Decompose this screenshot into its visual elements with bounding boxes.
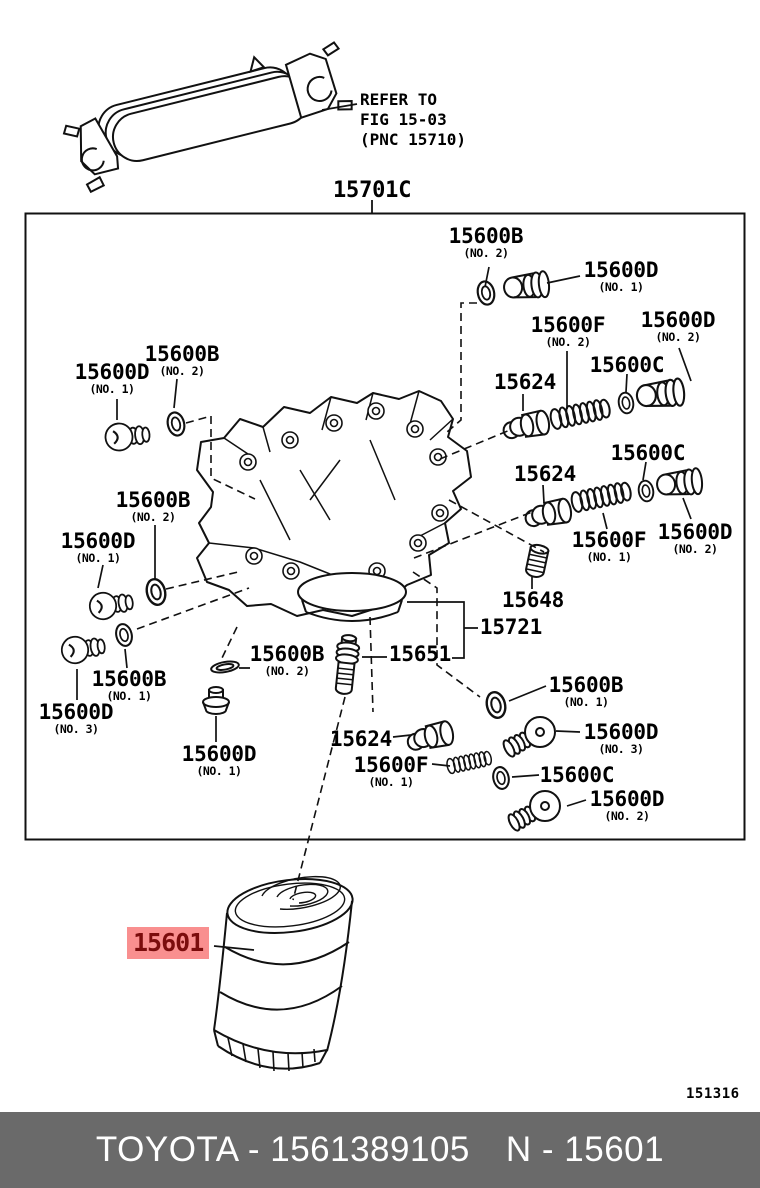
part-spring-15600f-no1-row2 [569,479,634,514]
part-bolt-15600d-no3-bottom [500,716,556,760]
part-label-15600d-no1-left: 15600D(NO. 1) [74,360,150,396]
part-oring-15600c-bottom [490,764,512,792]
part-bolt-15600d-no2-bottom [505,790,561,834]
part-label-15651: 15651 [388,642,452,666]
part-label-15600d-no1-midleft: 15600D(NO. 1) [60,529,136,565]
part-label-15624-bottom: 15624 [329,727,393,751]
part-oring-15600c-row1 [616,390,636,416]
part-plug-15600d-no1-top [501,269,552,303]
part-oring-15600b-no1-bottom [482,689,510,721]
part-plug-15600d-no1-bottom [202,686,230,715]
part-label-15600d-no1-bottom: 15600D(NO. 1) [181,742,257,778]
footer-n-number: N - 15601 [505,1130,665,1169]
part-label-15600d-no3-left: 15600D(NO. 3) [38,700,114,736]
part-plug-15624-row2 [522,496,574,531]
part-label-15701c: 15701C [333,178,412,203]
filter-mount-adapter-drawing [297,572,407,622]
dashed-leader-lines [136,302,545,901]
part-label-15600d-no2-topright: 15600D(NO. 2) [640,308,716,344]
oil-filter-drawing [213,875,354,1072]
part-plug-15624-bottom [404,719,457,755]
pointer-lines [76,266,692,951]
part-label-15600c-bottom: 15600C [539,763,615,787]
part-label-15600b-no2-left: 15600B(NO. 2) [144,342,220,378]
part-label-15600f-no2: 15600F(NO. 2) [530,313,606,349]
part-label-15624-row2: 15624 [513,462,577,486]
part-label-15600b-no1-bottom: 15600B(NO. 1) [548,673,624,709]
part-oring-15600b-no2-left [164,409,188,439]
part-oring-15600b-no2-midleft [142,576,170,608]
oil-cooler-drawing [62,41,353,194]
part-plug-15600d-no1-midleft [87,587,136,622]
part-plug-15600d-no3-left [59,631,108,666]
part-label-15648: 15648 [501,588,565,612]
part-label-15600d-no2-bottom: 15600D(NO. 2) [589,787,665,823]
part-label-15600b-no2-center: 15600B(NO. 2) [249,642,325,678]
part-label-15624-row1: 15624 [493,370,557,394]
part-oring-15600c-row2 [636,478,656,504]
part-label-15600b-no2-midleft: 15600B(NO. 2) [115,488,191,524]
part-spring-15600f-no2 [548,396,613,431]
part-label-15600d-no1-top: 15600D(NO. 1) [583,258,659,294]
part-label-15600c-row1: 15600C [589,353,665,377]
main-diagram-box [24,212,746,841]
part-label-15600d-no2-row2: 15600D(NO. 2) [657,520,733,556]
part-union-bolt-15651 [331,633,362,697]
highlighted-part-label-15601[interactable]: 15601 [127,927,210,959]
part-label-15600d-no3-bottom: 15600D(NO. 3) [583,720,659,756]
bracket-15721 [407,601,478,659]
part-label-15600f-no1-row2: 15600F(NO. 1) [571,528,647,564]
part-label-15600b-top: 15600B(NO. 2) [448,224,524,260]
part-plug-15624-row1 [500,408,552,443]
footer-bar: TOYOTA - 1561389105 N - 15601 [0,1112,760,1188]
figure-ref-code: 151316 [686,1086,740,1102]
refer-note: REFER TO FIG 15-03 (PNC 15710) [360,90,466,149]
part-spring-15600f-no1-bottom [445,749,494,775]
footer-part-number: TOYOTA - 1561389105 [95,1130,470,1169]
filter-housing-drawing [196,390,472,622]
highlight-pointer-line [213,945,255,951]
part-label-15600c-row2: 15600C [610,441,686,465]
part-label-15721: 15721 [479,615,543,639]
part-gasket-15600b-no2-center [209,658,241,676]
part-valve-15648 [523,542,551,580]
part-plug-15600d-no2-row2 [654,466,705,500]
part-plug-15600d-no2-row1 [634,376,687,412]
part-oring-15600b-no1-left [112,621,136,649]
part-plug-15600d-no1-left [103,419,152,453]
part-label-15600f-no1-bottom: 15600F(NO. 1) [353,753,429,789]
part-label-15600b-no1-left: 15600B(NO. 1) [91,667,167,703]
refer-note-pointer-line [321,103,358,111]
